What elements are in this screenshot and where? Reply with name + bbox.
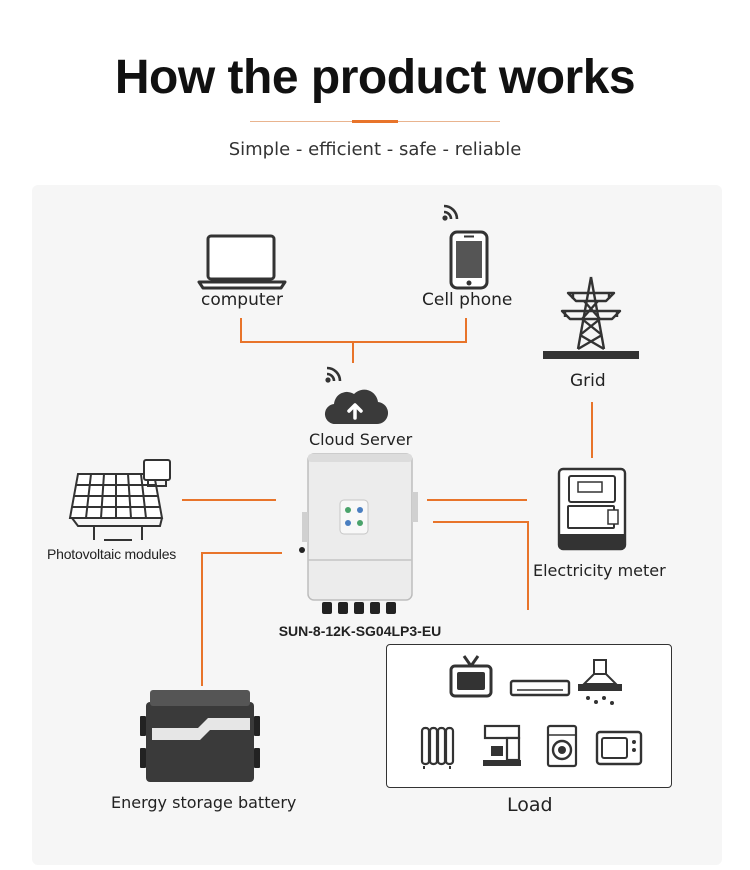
page-subtitle: Simple - efficient - safe - reliable: [228, 139, 522, 160]
load-label: Load: [507, 794, 553, 816]
coffee-machine-icon: [483, 724, 521, 766]
laptop-icon: [197, 234, 287, 290]
microwave-icon: [595, 730, 643, 766]
cell-phone-label: Cell phone: [422, 290, 513, 310]
title-divider-accent: [352, 120, 398, 123]
washing-machine-icon: [546, 724, 578, 768]
battery-icon: [140, 690, 260, 782]
inverter-model-label: SUN-8-12K-SG04LP3-EU: [278, 623, 442, 639]
electricity-meter-icon: [557, 467, 627, 551]
tv-icon: [449, 655, 493, 698]
range-hood-icon: [578, 659, 622, 705]
cloud-upload-icon: [325, 389, 388, 425]
wire-inverter-load: [433, 521, 529, 610]
battery-label: Energy storage battery: [111, 793, 297, 812]
wifi-icon: [442, 204, 459, 221]
computer-label: computer: [201, 290, 283, 310]
air-conditioner-icon: [509, 679, 571, 697]
power-tower-icon: [543, 276, 639, 359]
wire-inverter-battery: [201, 552, 282, 686]
pv-modules-label: Photovoltaic modules: [47, 546, 177, 562]
page-title: How the product works: [114, 51, 636, 104]
solar-panel-icon: [68, 459, 171, 541]
hybrid-inverter-icon: [299, 453, 418, 614]
wire-computer-phone: [240, 318, 467, 343]
grid-label: Grid: [570, 371, 606, 391]
cloud-server-label: Cloud Server: [309, 430, 413, 449]
radiator-icon: [420, 726, 455, 769]
cloud-wifi-icon: [325, 366, 342, 383]
cell-phone-icon: [449, 230, 489, 290]
electricity-meter-label: Electricity meter: [533, 561, 666, 580]
